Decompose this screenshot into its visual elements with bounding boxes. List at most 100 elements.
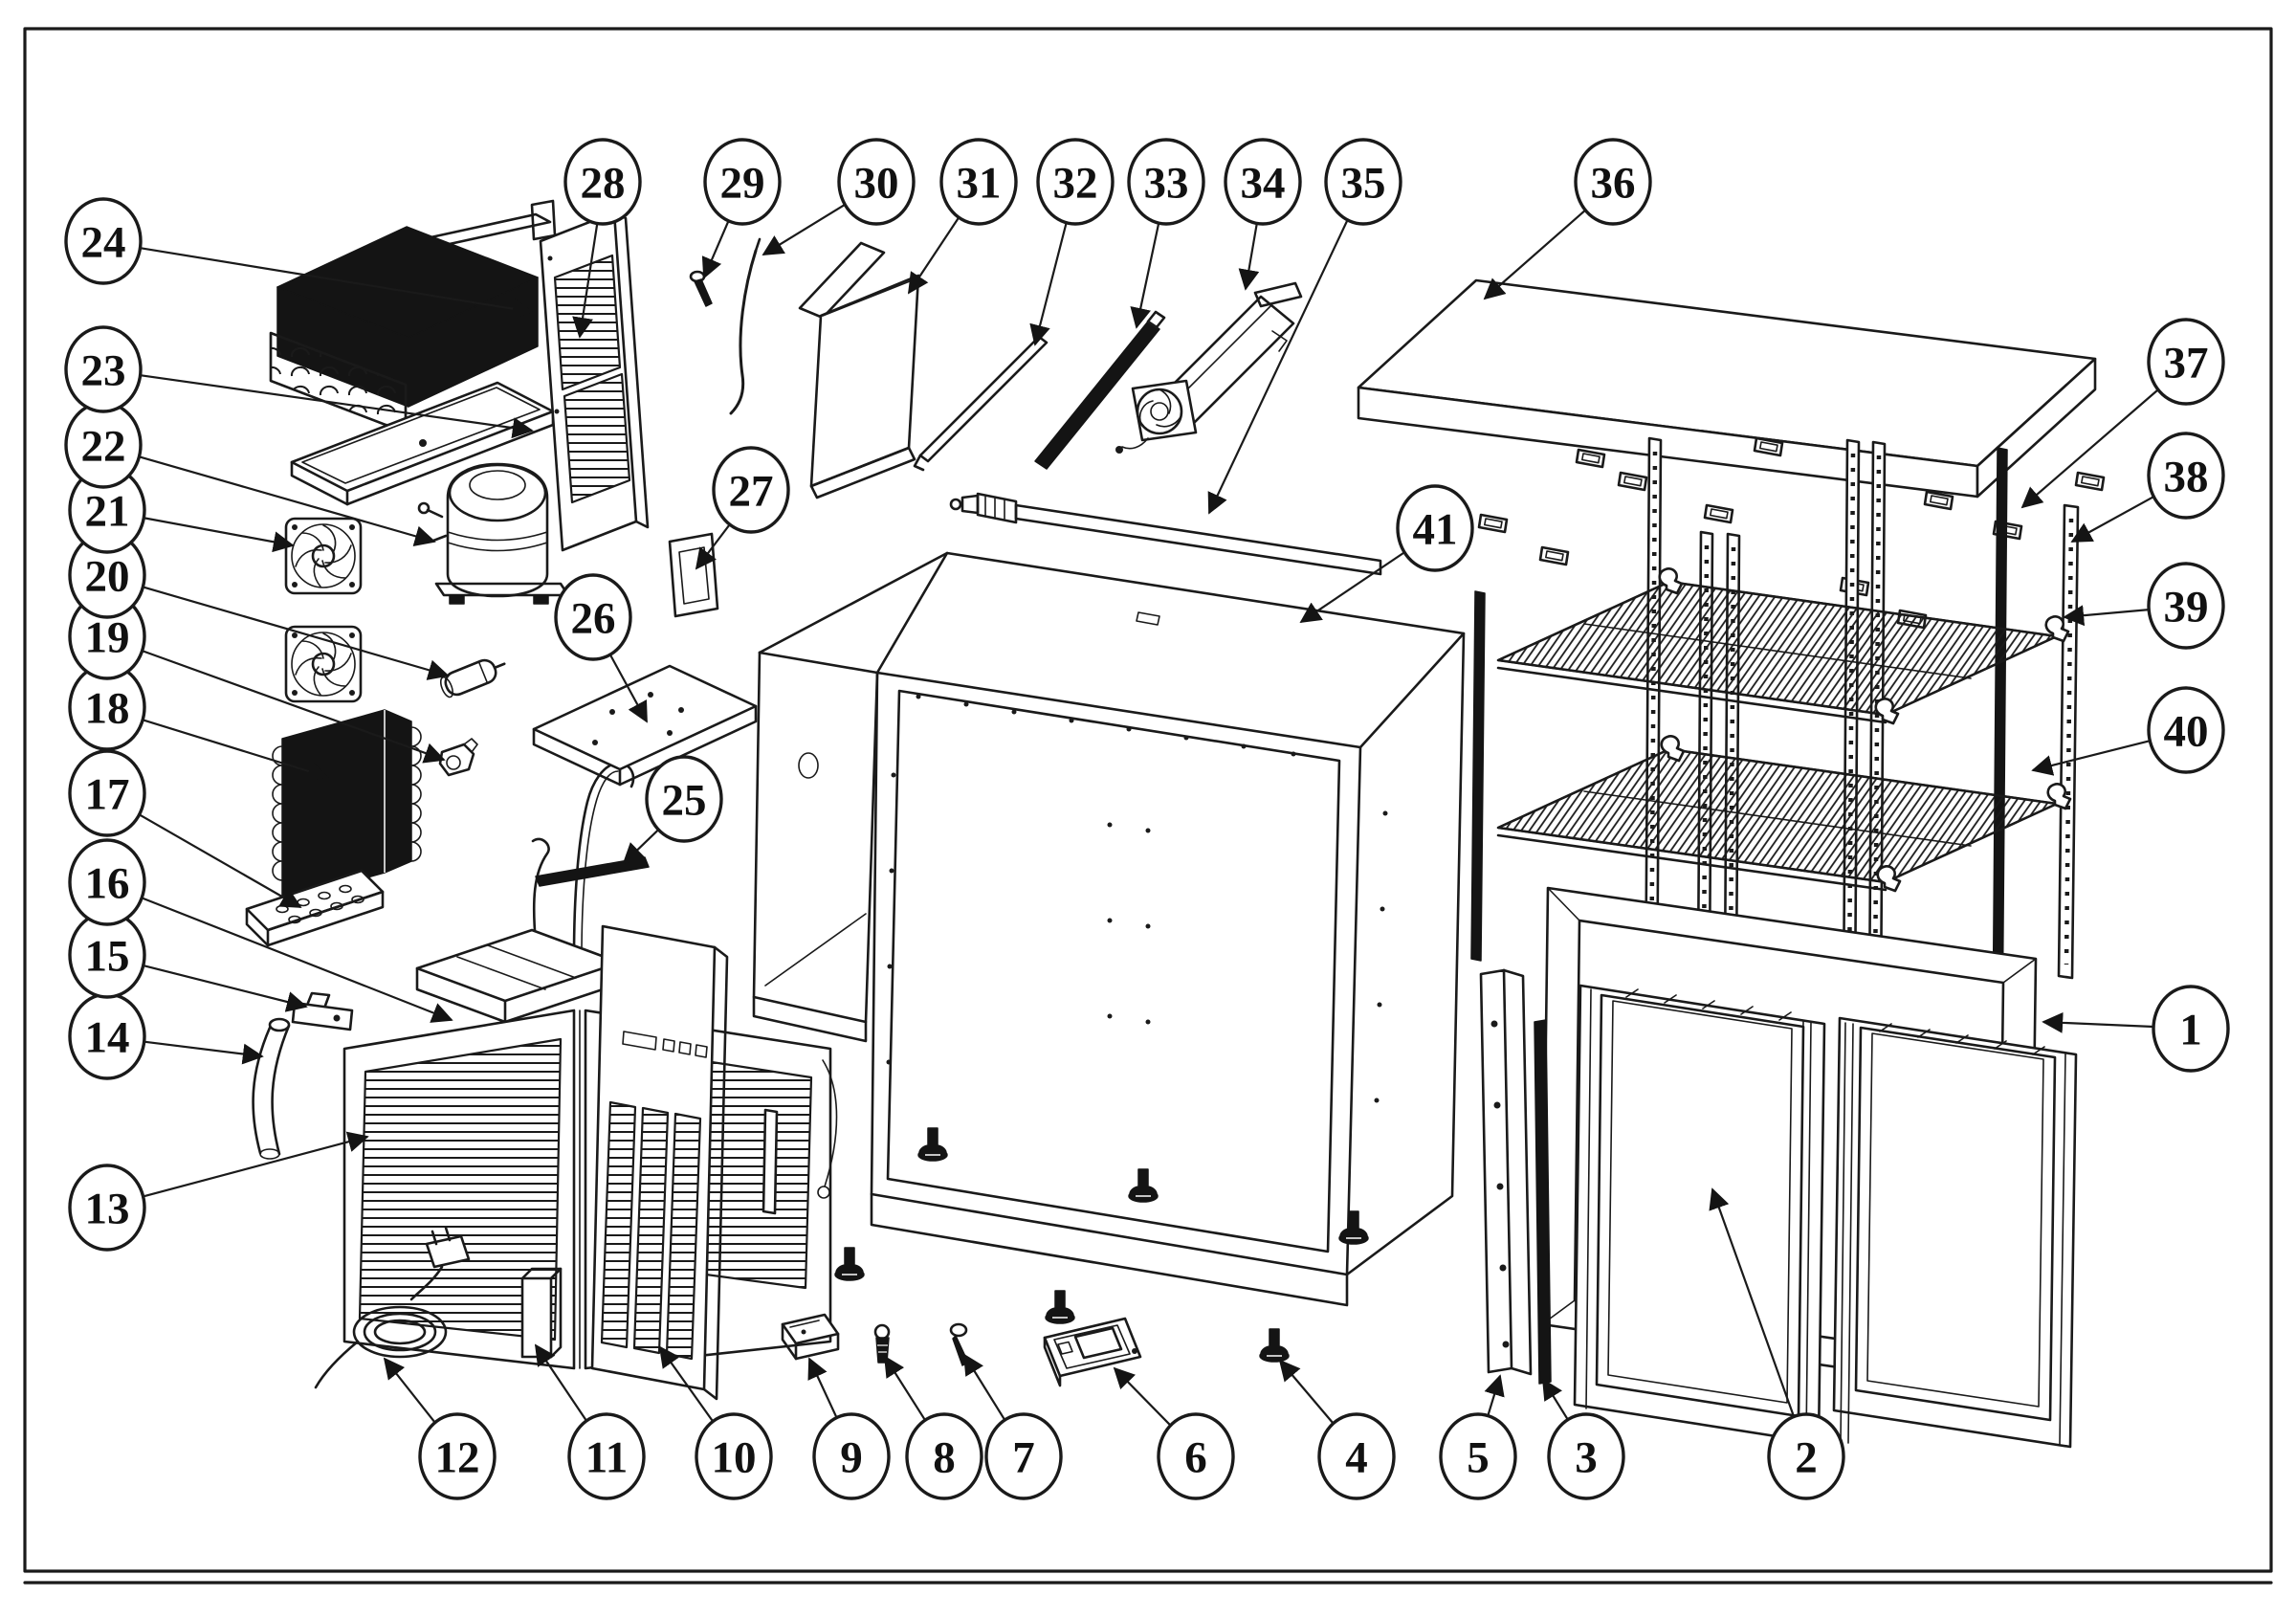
balloon-32[interactable] xyxy=(1036,138,1115,226)
balloon-label-8: 8 xyxy=(933,1432,956,1482)
callout-29-screw[interactable]: 29 xyxy=(701,138,782,279)
balloon-7[interactable] xyxy=(984,1412,1063,1500)
callout-21-condenser-fan[interactable]: 21 xyxy=(68,466,295,554)
balloon-31[interactable] xyxy=(939,138,1018,226)
balloon-6[interactable] xyxy=(1157,1412,1235,1500)
balloon-36[interactable] xyxy=(1574,138,1652,226)
callout-1-door-frame[interactable]: 1 xyxy=(2042,985,2230,1073)
callout-12-power-cord[interactable]: 12 xyxy=(383,1357,497,1500)
part-evaporator-coil xyxy=(272,709,422,902)
callout-17-perforated-bracket[interactable]: 17 xyxy=(68,749,302,908)
leader-line-14 xyxy=(144,1040,264,1065)
leader-line-40 xyxy=(2031,740,2151,776)
callout-31-cover-panel[interactable]: 31 xyxy=(907,138,1018,295)
balloon-35[interactable] xyxy=(1324,138,1402,226)
part-light-tube xyxy=(949,492,1382,576)
callout-40-wire-shelf[interactable]: 40 xyxy=(2031,686,2225,776)
balloon-28[interactable] xyxy=(563,138,642,226)
callout-37-shelf-clip-bracket[interactable]: 37 xyxy=(2020,318,2225,509)
balloon-25[interactable] xyxy=(645,755,723,843)
leader-line-7 xyxy=(963,1353,1006,1421)
callout-4-leveling-foot[interactable]: 4 xyxy=(1278,1359,1396,1500)
balloon-label-5: 5 xyxy=(1467,1432,1490,1482)
callout-6-temperature-controller[interactable]: 6 xyxy=(1113,1366,1235,1500)
leader-line-11 xyxy=(534,1343,587,1422)
balloon-38[interactable] xyxy=(2147,432,2225,520)
callout-8-sensor-fitting[interactable]: 8 xyxy=(884,1355,983,1500)
callout-10-front-louver-panel[interactable]: 10 xyxy=(658,1345,773,1500)
balloon-1[interactable] xyxy=(2152,985,2230,1073)
balloon-11[interactable] xyxy=(567,1412,646,1500)
balloon-label-31: 31 xyxy=(957,158,1002,208)
balloon-label-2: 2 xyxy=(1795,1432,1818,1482)
callout-15-clamp-bracket[interactable]: 15 xyxy=(68,911,308,1012)
balloon-label-38: 38 xyxy=(2164,452,2209,501)
part-temperature-controller xyxy=(1043,1317,1142,1387)
callout-33-lamp-cover-strip[interactable]: 33 xyxy=(1127,138,1205,329)
callout-25-retainer-strip[interactable]: 25 xyxy=(622,755,723,865)
callout-18-evaporator-coil[interactable]: 18 xyxy=(68,663,329,782)
callout-35-light-tube[interactable]: 35 xyxy=(1207,138,1402,515)
callout-30-capillary-tube[interactable]: 30 xyxy=(762,138,916,255)
balloon-label-41: 41 xyxy=(1413,504,1458,554)
balloon-2[interactable] xyxy=(1767,1412,1845,1500)
balloon-41[interactable] xyxy=(1396,484,1474,572)
leader-line-33 xyxy=(1130,222,1160,329)
balloon-39[interactable] xyxy=(2147,562,2225,650)
balloon-33[interactable] xyxy=(1127,138,1205,226)
part-retainer-strip xyxy=(535,856,650,887)
callout-41-cabinet-body[interactable]: 41 xyxy=(1299,484,1474,624)
balloon-10[interactable] xyxy=(695,1412,773,1500)
balloon-23[interactable] xyxy=(64,325,143,413)
balloon-label-17: 17 xyxy=(85,769,130,819)
callout-22-compressor[interactable]: 22 xyxy=(64,401,436,547)
callout-7-screw[interactable]: 7 xyxy=(963,1353,1063,1500)
balloon-label-7: 7 xyxy=(1012,1432,1035,1482)
balloon-27[interactable] xyxy=(712,446,790,534)
callout-28-rear-guard-panel[interactable]: 28 xyxy=(563,138,642,339)
balloon-29[interactable] xyxy=(703,138,782,226)
callout-19-pipe-clamp[interactable]: 19 xyxy=(68,592,446,764)
callout-9-junction-box[interactable]: 9 xyxy=(807,1357,891,1500)
balloon-30[interactable] xyxy=(837,138,916,226)
balloon-9[interactable] xyxy=(812,1412,891,1500)
callout-26-compressor-mounting-plate[interactable]: 26 xyxy=(554,573,648,723)
balloon-8[interactable] xyxy=(905,1412,983,1500)
balloon-12[interactable] xyxy=(418,1412,497,1500)
callout-14-drain-hose[interactable]: 14 xyxy=(68,992,264,1080)
balloon-17[interactable] xyxy=(68,749,146,837)
callout-20-filter-drier[interactable]: 20 xyxy=(68,531,450,680)
part-wire-shelves xyxy=(1496,567,2072,893)
callout-13-louvered-service-panel[interactable]: 13 xyxy=(68,1131,369,1252)
callout-24-condenser-coil[interactable]: 24 xyxy=(64,197,534,320)
callout-23-condenser-drip-tray[interactable]: 23 xyxy=(64,325,534,439)
balloon-16[interactable] xyxy=(68,838,146,926)
balloon-label-20: 20 xyxy=(85,551,130,601)
balloon-label-24: 24 xyxy=(81,217,126,267)
callout-39-shelf-clip[interactable]: 39 xyxy=(2063,562,2225,650)
part-top-panel xyxy=(1357,278,2097,499)
callout-5-hinge-channel-bar[interactable]: 5 xyxy=(1439,1374,1517,1500)
callout-38-shelf-standard[interactable]: 38 xyxy=(2070,432,2225,543)
balloon-3[interactable] xyxy=(1547,1412,1625,1500)
callout-34-cross-flow-blower[interactable]: 34 xyxy=(1224,138,1302,291)
leader-line-10 xyxy=(658,1345,715,1423)
balloon-37[interactable] xyxy=(2147,318,2225,406)
balloon-label-23: 23 xyxy=(81,345,126,395)
balloon-4[interactable] xyxy=(1317,1412,1396,1500)
balloon-5[interactable] xyxy=(1439,1412,1517,1500)
balloon-34[interactable] xyxy=(1224,138,1302,226)
callout-11-mounting-bracket[interactable]: 11 xyxy=(534,1343,646,1500)
balloon-13[interactable] xyxy=(68,1164,146,1252)
callout-16-drain-pan-assembly[interactable]: 16 xyxy=(68,838,453,1023)
balloon-26[interactable] xyxy=(554,573,632,661)
callout-3-door-mullion-strip[interactable]: 3 xyxy=(1542,1378,1625,1500)
balloon-40[interactable] xyxy=(2147,686,2225,774)
leader-line-28 xyxy=(572,223,599,339)
leader-line-37 xyxy=(2020,388,2159,509)
balloon-24[interactable] xyxy=(64,197,143,285)
callout-2-glass-door[interactable]: 2 xyxy=(1709,1187,1845,1500)
callout-36-top-panel[interactable]: 36 xyxy=(1483,138,1652,300)
callout-32-lamp-rail[interactable]: 32 xyxy=(1029,138,1115,346)
callout-27-drain-outlet-frame[interactable]: 27 xyxy=(695,446,790,570)
